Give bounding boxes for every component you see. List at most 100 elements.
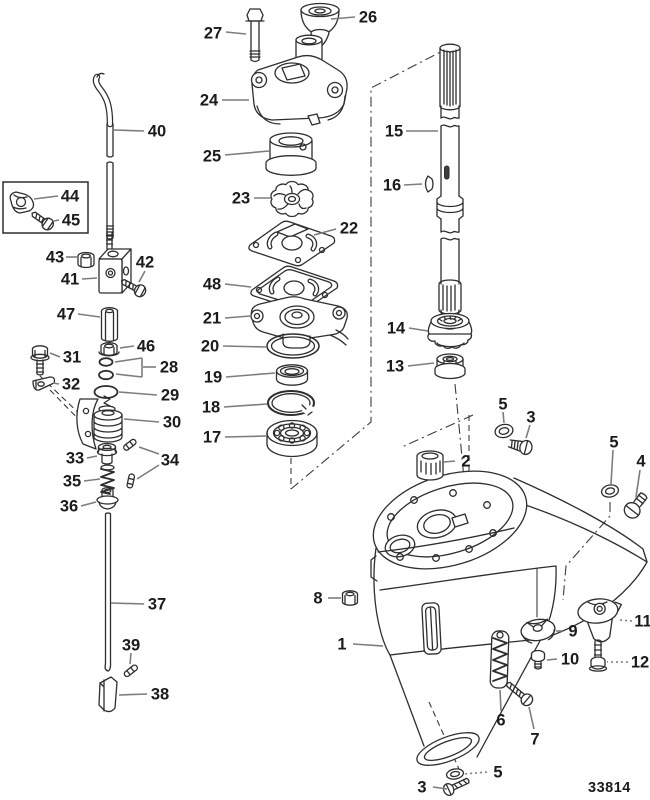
part-42-screw <box>120 278 147 298</box>
part-40-upper-shift-rod <box>92 72 115 240</box>
leader-line-19 <box>225 372 276 378</box>
leader-line-26 <box>330 16 356 20</box>
callout-10: 10 <box>561 651 579 669</box>
callout-47: 47 <box>57 306 75 324</box>
leader-line-37 <box>110 602 145 605</box>
part-15-driveshaft <box>436 43 464 330</box>
part-41-connector-block <box>98 232 132 294</box>
callout-14: 14 <box>387 320 406 338</box>
leader-line-1 <box>352 643 384 647</box>
callout-9: 9 <box>568 623 577 641</box>
part-20-o-ring <box>266 333 320 359</box>
part-39-pin <box>123 664 139 678</box>
leader-line-11 <box>618 619 633 622</box>
leader-line-44 <box>33 195 59 200</box>
leader-line-45 <box>53 219 60 222</box>
callout-21: 21 <box>203 310 221 328</box>
leader-line-30 <box>123 418 160 423</box>
part-38-anode-wedge <box>98 676 118 713</box>
leader-line-3 <box>525 424 531 439</box>
callout-38: 38 <box>151 686 169 704</box>
leader-line-22 <box>313 228 337 236</box>
callout-23: 23 <box>232 190 250 208</box>
part-22-gasket-plate <box>248 220 336 267</box>
part-44-rod-clamp <box>9 191 35 214</box>
leader-line-5 <box>502 411 505 424</box>
leader-line-38 <box>118 693 148 696</box>
part-29-o-ring <box>93 385 119 399</box>
leader-line-16 <box>403 183 423 186</box>
part-3-screw-top <box>507 439 533 456</box>
leader-line-5 <box>610 449 614 485</box>
leader-line-18 <box>223 403 268 408</box>
callout-3: 3 <box>526 409 535 427</box>
callout-32: 32 <box>62 376 80 394</box>
part-7-screw <box>506 681 534 707</box>
leader-line-39 <box>129 652 132 665</box>
leader-line-42 <box>138 270 146 283</box>
leader-line-3 <box>432 786 448 790</box>
callout-11: 11 <box>634 613 650 631</box>
part-19-oil-seal <box>275 364 309 386</box>
callout-25: 25 <box>203 148 221 166</box>
callout-26: 26 <box>359 9 377 27</box>
part-48-gasket-plate <box>250 265 339 312</box>
part-6-spring <box>489 630 510 689</box>
callout-leader-lines <box>33 16 641 790</box>
leader-line-5 <box>463 771 488 775</box>
callout-20: 20 <box>201 338 219 356</box>
part-34-pin-b <box>126 473 136 489</box>
leader-line-7 <box>528 706 535 730</box>
callout-19: 19 <box>204 369 222 387</box>
leader-line-17 <box>224 435 267 438</box>
inset-box-44-45 <box>2 181 89 234</box>
part-33-bushing <box>96 442 118 465</box>
part-8-nut <box>341 590 359 606</box>
callout-5: 5 <box>493 764 502 782</box>
part-45-clamp-screw <box>31 211 55 231</box>
leader-line-34 <box>138 446 160 455</box>
callout-31: 31 <box>63 349 81 367</box>
callout-3: 3 <box>417 779 426 797</box>
callout-29: 29 <box>161 387 179 405</box>
callout-40: 40 <box>148 123 166 141</box>
callout-48: 48 <box>203 276 221 294</box>
callout-44: 44 <box>61 188 80 206</box>
bracket-28 <box>114 357 143 378</box>
part-30-shift-cam-assembly <box>76 395 123 450</box>
part-9-anode-plate <box>520 618 556 644</box>
leader-line-6 <box>499 689 502 712</box>
callout-2: 2 <box>461 453 470 471</box>
callout-39: 39 <box>122 637 140 655</box>
callout-35: 35 <box>63 473 81 491</box>
leader-line-14 <box>408 327 429 332</box>
leader-line-48 <box>224 283 252 288</box>
callout-12: 12 <box>631 654 649 672</box>
callout-17: 17 <box>203 429 221 447</box>
leader-line-35 <box>83 478 101 482</box>
callout-18: 18 <box>202 399 220 417</box>
callout-labels: 2726242523224821201918171516141353254819… <box>46 9 650 797</box>
part-2-needle-bearing <box>416 450 444 481</box>
leader-line-46 <box>119 345 135 349</box>
callout-5: 5 <box>609 434 618 452</box>
part-37-lower-shift-shaft <box>104 512 112 672</box>
callout-45: 45 <box>62 212 80 230</box>
callout-42: 42 <box>136 254 154 272</box>
callout-5: 5 <box>498 396 507 414</box>
callout-34: 34 <box>161 452 180 470</box>
part-28-o-rings <box>98 357 114 381</box>
part-1-gear-housing <box>370 470 648 766</box>
callout-24: 24 <box>200 92 219 110</box>
callout-6: 6 <box>496 712 505 730</box>
leader-line-10 <box>546 658 558 661</box>
leader-line-21 <box>224 315 251 319</box>
callout-43: 43 <box>46 249 64 267</box>
leader-line-13 <box>407 362 435 367</box>
leader-line-40 <box>112 129 145 132</box>
part-11-trim-tab-anode <box>577 598 622 643</box>
part-46-nut <box>98 342 120 357</box>
callout-41: 41 <box>61 271 79 289</box>
assembly-centerlines <box>39 45 611 770</box>
